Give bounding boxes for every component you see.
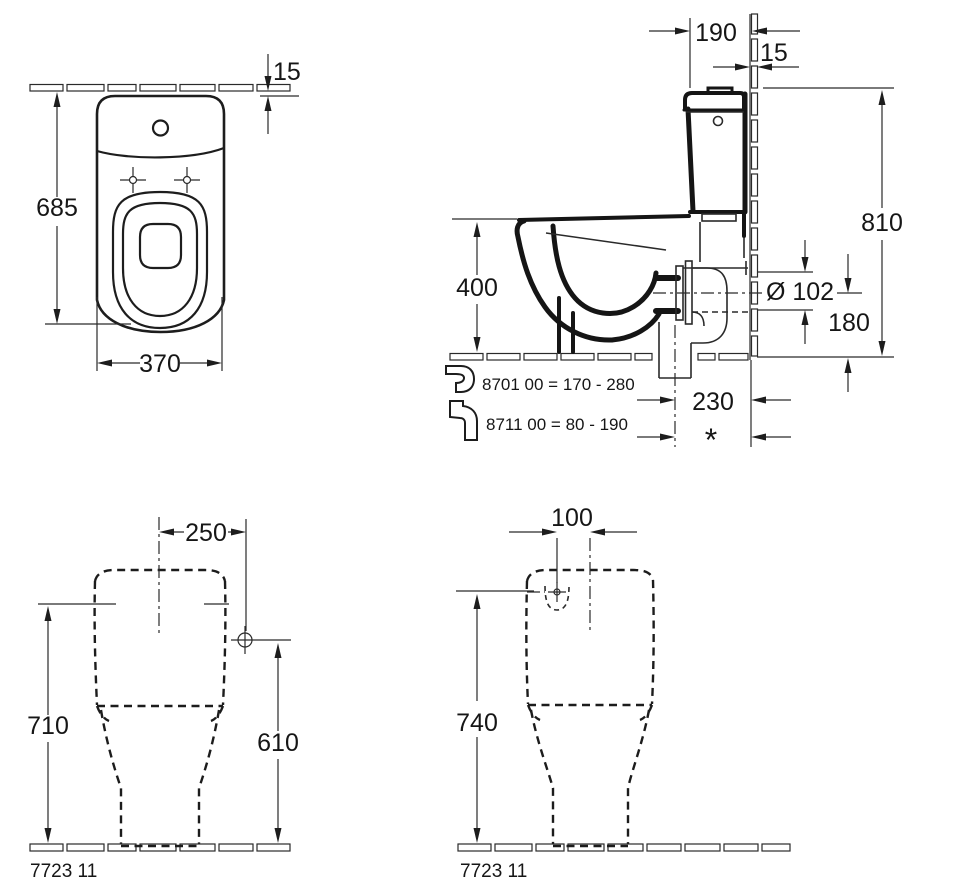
dim-side-outlet-to-wall: 230 * xyxy=(637,360,791,458)
dim-label: 15 xyxy=(760,39,788,67)
dim-label: 810 xyxy=(861,209,903,237)
adapter-note-label: 8711 00 = 80 - 190 xyxy=(486,415,628,434)
supply-point-mark xyxy=(231,626,291,654)
dim-top-finish-thickness: 15 xyxy=(260,54,301,134)
cistern-side-hole xyxy=(712,115,724,127)
floor-hatch xyxy=(457,843,791,852)
outlet-pipework xyxy=(653,260,766,447)
dim-front-centre-to-supply: 250 xyxy=(159,519,247,631)
dim-label: 400 xyxy=(456,274,498,302)
seat-hinge-bar xyxy=(701,213,737,222)
dim-label: 710 xyxy=(27,712,69,740)
hinge-center-mark-right xyxy=(174,167,200,193)
dim-label: 15 xyxy=(273,58,301,86)
dim-rear-height-ref: 740 xyxy=(456,590,534,843)
dim-label: Ø 102 xyxy=(766,278,834,306)
adapter-note-label: 8701 00 = 170 - 280 xyxy=(482,375,635,394)
hinge-center-mark-left xyxy=(120,167,146,193)
dim-side-finish-thickness: 15 xyxy=(713,39,799,71)
floor-hatch xyxy=(449,352,749,361)
cistern-lid-knob xyxy=(706,86,734,95)
product-code: 7723 11 xyxy=(30,861,97,882)
dim-side-overall-height: 810 xyxy=(757,87,903,358)
dim-front-height-ref: 710 xyxy=(27,606,69,843)
wall-tiles-hatch xyxy=(29,83,291,92)
horizontal-outlet-bend-icon xyxy=(445,365,476,393)
dim-side-outlet-diameter: Ø 102 xyxy=(757,240,834,344)
adapter-note-horizontal-outlet: 8701 00 = 170 - 280 xyxy=(445,365,635,394)
dim-label: 740 xyxy=(456,709,498,737)
front-installation-view: 250 710 610 xyxy=(27,517,299,882)
cistern-lid-button xyxy=(151,119,170,137)
rear-installation-view: 100 740 7723 11 xyxy=(456,504,791,882)
dim-side-bowl-height: 400 xyxy=(452,218,517,352)
dim-label: 230 xyxy=(692,388,734,416)
bowl-sump xyxy=(138,222,183,270)
dim-top-width: 370 xyxy=(96,297,223,378)
dim-label: 370 xyxy=(139,350,181,378)
dim-side-outlet-height: 180 xyxy=(828,254,870,392)
wc-side-profile xyxy=(514,86,748,354)
side-view: 190 15 810 400 Ø 102 xyxy=(445,13,903,458)
pan-top-outline xyxy=(95,94,226,334)
adapter-note-vertical-outlet: 8711 00 = 80 - 190 xyxy=(449,400,628,441)
dim-variable-marker: * xyxy=(705,422,717,458)
dim-side-cistern-to-wall: 190 xyxy=(649,18,800,88)
dim-label: 190 xyxy=(695,19,737,47)
product-code: 7723 11 xyxy=(460,861,527,882)
dim-front-supply-height: 610 xyxy=(257,643,299,843)
vertical-outlet-bend-icon xyxy=(449,400,478,441)
dim-rear-centre-to-hole: 100 xyxy=(509,504,637,583)
dim-label: 250 xyxy=(185,519,227,547)
dim-label: 180 xyxy=(828,309,870,337)
dim-label: 100 xyxy=(551,504,593,532)
dim-label: 610 xyxy=(257,729,299,757)
inlet-hole-mark xyxy=(527,582,570,611)
dim-top-depth: 685 xyxy=(36,92,131,325)
dim-label: 685 xyxy=(36,194,78,222)
wall-hatch xyxy=(749,13,759,360)
top-view: 15 685 370 xyxy=(29,54,301,378)
floor-hatch xyxy=(29,843,291,852)
dashed-outline xyxy=(93,568,227,845)
